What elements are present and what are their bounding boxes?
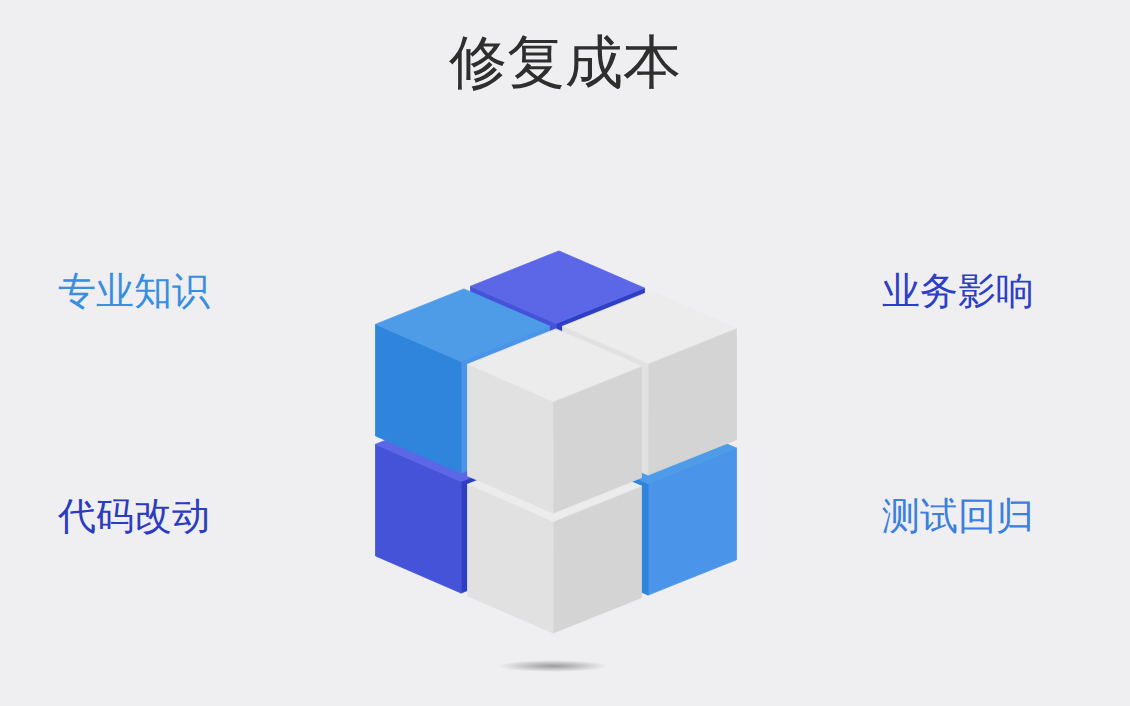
title: 修复成本 [0, 28, 1130, 98]
cube-face-top [468, 329, 642, 402]
cube-shadow [498, 660, 608, 672]
side-label: 代码改动 [58, 494, 210, 540]
cube [376, 251, 737, 633]
side-label: 专业知识 [58, 269, 210, 315]
side-label: 业务影响 [882, 269, 1034, 315]
side-label: 测试回归 [882, 494, 1034, 540]
